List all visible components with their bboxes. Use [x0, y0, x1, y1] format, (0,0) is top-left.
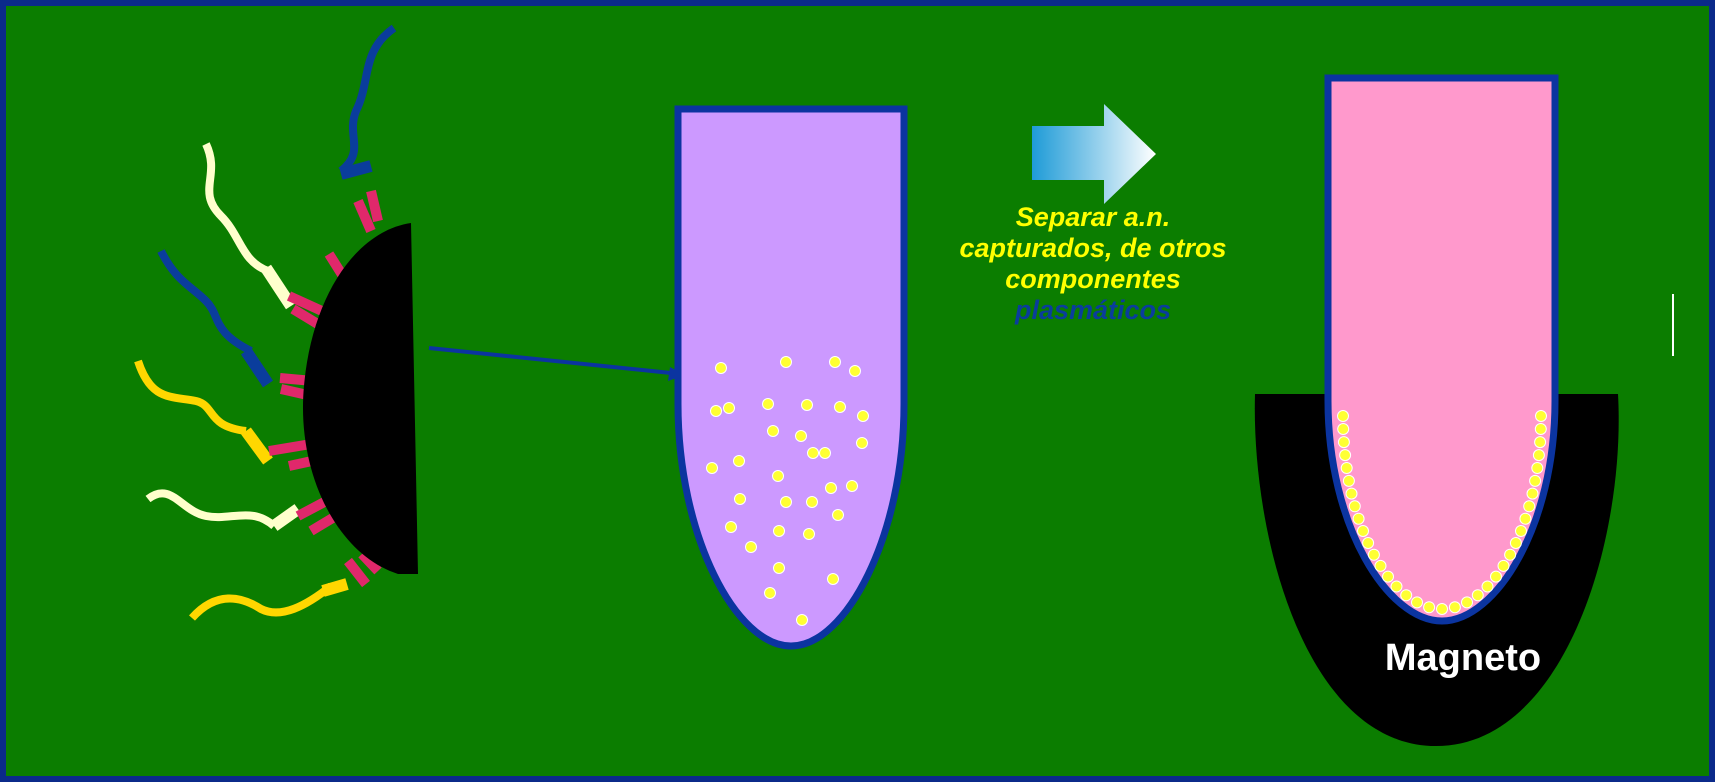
particle — [707, 463, 718, 474]
particle — [1535, 437, 1546, 448]
particle — [1510, 538, 1521, 549]
particle — [763, 399, 774, 410]
particle — [1363, 538, 1374, 549]
particle — [1391, 581, 1402, 592]
particle — [1346, 488, 1357, 499]
particle — [1520, 513, 1531, 524]
particle — [1341, 463, 1352, 474]
particle — [1532, 463, 1543, 474]
particle — [735, 494, 746, 505]
particle — [826, 483, 837, 494]
particle — [1338, 411, 1349, 422]
particle — [828, 574, 839, 585]
particle — [1535, 424, 1546, 435]
particle — [1368, 549, 1379, 560]
particle — [726, 522, 737, 533]
particle — [746, 542, 757, 553]
particle — [774, 526, 785, 537]
particle — [1343, 475, 1354, 486]
particle — [1524, 501, 1535, 512]
magnet-label: Magneto — [1368, 636, 1558, 680]
particle — [774, 563, 785, 574]
particle — [1505, 549, 1516, 560]
particle — [850, 366, 861, 377]
particle — [1482, 581, 1493, 592]
caption-line-3: componentes — [943, 264, 1243, 295]
particle — [1353, 513, 1364, 524]
particle — [1491, 571, 1502, 582]
particle — [765, 588, 776, 599]
particle — [1516, 526, 1527, 537]
particle — [1536, 411, 1547, 422]
particle — [1412, 597, 1423, 608]
particle — [804, 529, 815, 540]
particle — [808, 448, 819, 459]
particle — [768, 426, 779, 437]
particle — [820, 448, 831, 459]
particle — [1462, 597, 1473, 608]
particle — [1533, 450, 1544, 461]
particle — [1340, 450, 1351, 461]
particle — [835, 402, 846, 413]
particle — [1472, 590, 1483, 601]
particle — [1424, 602, 1435, 613]
caption-line-4: plasmáticos — [943, 295, 1243, 326]
particle — [830, 357, 841, 368]
particle — [1401, 590, 1412, 601]
particle — [781, 357, 792, 368]
particle — [1358, 526, 1369, 537]
particle — [1338, 424, 1349, 435]
particle — [847, 481, 858, 492]
particle — [724, 403, 735, 414]
particle — [1383, 571, 1394, 582]
probe-end-blue — [341, 166, 371, 174]
particle — [1498, 560, 1509, 571]
particle — [1449, 602, 1460, 613]
tube-right — [1328, 78, 1555, 621]
particle — [1375, 560, 1386, 571]
particle — [734, 456, 745, 467]
particle — [797, 615, 808, 626]
particle — [781, 497, 792, 508]
process-caption: Separar a.n. capturados, de otros compon… — [943, 202, 1243, 326]
particle — [857, 438, 868, 449]
particle — [833, 510, 844, 521]
particle — [1527, 488, 1538, 499]
tube-left — [678, 109, 904, 646]
tube-suspended-beads — [678, 109, 904, 646]
particle — [711, 406, 722, 417]
slide: Separar a.n. capturados, de otros compon… — [6, 6, 1709, 776]
particle — [1530, 475, 1541, 486]
caption-line-2: capturados, de otros — [943, 233, 1243, 264]
particle — [802, 400, 813, 411]
particle — [807, 497, 818, 508]
particle — [796, 431, 807, 442]
particle — [1338, 437, 1349, 448]
particle — [858, 411, 869, 422]
probe-end-yellow — [323, 584, 347, 591]
particle — [716, 363, 727, 374]
particle — [1349, 501, 1360, 512]
particle — [773, 471, 784, 482]
particle — [1437, 604, 1448, 615]
caption-line-1: Separar a.n. — [943, 202, 1243, 233]
